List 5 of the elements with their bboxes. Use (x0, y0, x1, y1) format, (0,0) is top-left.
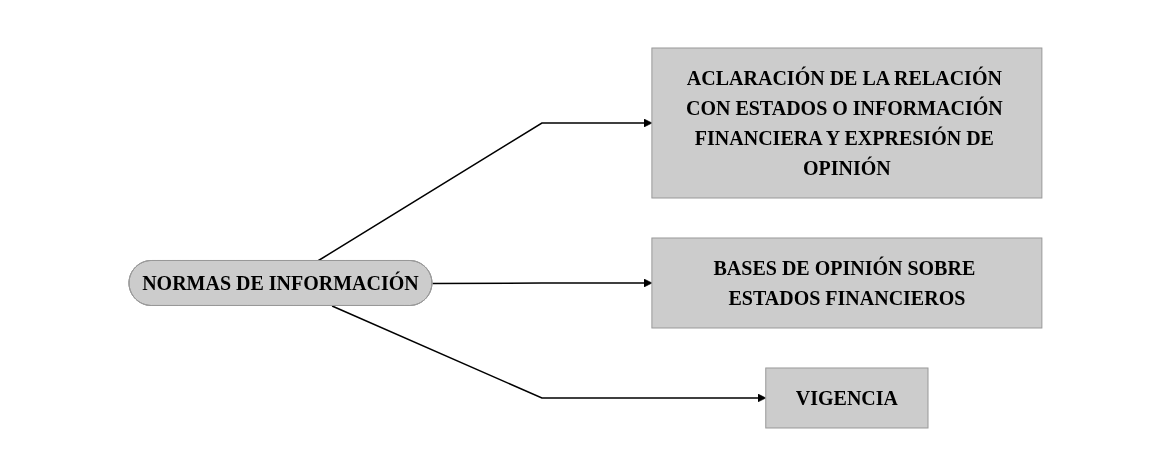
node-box: BASES DE OPINIÓN SOBRE ESTADOS FINANCIEROS (650, 237, 1042, 328)
arrow (431, 278, 652, 287)
node-box: ACLARACIÓN DE LA RELACIÓN CON ESTADOS O INFORMACIÓN FINANCIERA Y EXPRESIÓN DE OPINIÓN (650, 47, 1042, 198)
arrow (330, 304, 766, 402)
node-box: VIGENCIA (764, 367, 929, 428)
